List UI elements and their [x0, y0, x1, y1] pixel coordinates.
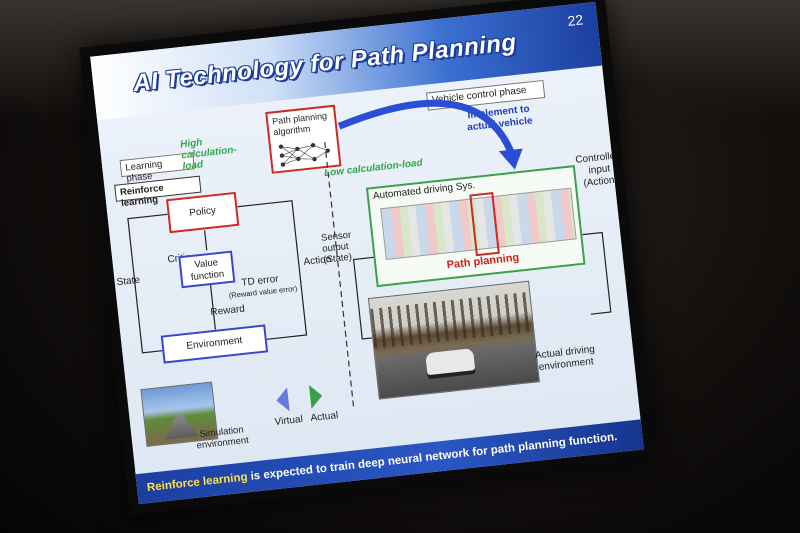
actual-label: Actual	[309, 410, 339, 425]
environment-text: Environment	[185, 335, 243, 353]
page-number: 22	[566, 11, 584, 29]
path-planning-label: Path planning	[446, 251, 520, 272]
path-planning-algorithm-box: Path planning algorithm	[265, 104, 342, 174]
vehicle-phase-text: Vehicle control phase	[431, 84, 528, 107]
implement-vehicle-label: Implement to actual vehicle	[466, 103, 534, 134]
value-function-text: Value function	[190, 257, 225, 284]
neural-network-icon	[278, 142, 330, 167]
reinforce-learning-text: Reinforce learning	[119, 182, 165, 210]
actual-driving-photo	[367, 280, 540, 400]
footer-emphasis: Reinforce learning	[146, 471, 249, 495]
policy-box: Policy	[166, 191, 240, 234]
state-label: State	[116, 274, 141, 289]
virtual-label: Virtual	[274, 413, 304, 428]
value-function-box: Value function	[178, 250, 236, 289]
policy-text: Policy	[188, 205, 217, 219]
sensor-output-label: Sensor output (State)	[320, 229, 353, 266]
controlled-input-label: Controlled input (Action)	[574, 150, 622, 190]
projector-screen: AI Technology for Path Planning 22 Vehic…	[79, 0, 655, 516]
high-calc-load-label: High calculation-load	[179, 137, 238, 173]
virtual-arrow-icon	[275, 387, 290, 413]
presentation-slide: AI Technology for Path Planning 22 Vehic…	[90, 1, 644, 505]
footer-text: is expected to train deep neural network…	[246, 431, 618, 484]
path-planning-algorithm-text: Path planning algorithm	[271, 110, 328, 138]
environment-box: Environment	[160, 324, 269, 364]
actual-arrow-icon	[308, 383, 324, 409]
actual-driving-env-label: Actual driving environment	[534, 343, 596, 374]
reward-label: Reward	[209, 303, 246, 319]
car-icon	[425, 348, 476, 376]
automated-driving-system-box: Automated driving Sys. Path planning	[365, 165, 586, 288]
